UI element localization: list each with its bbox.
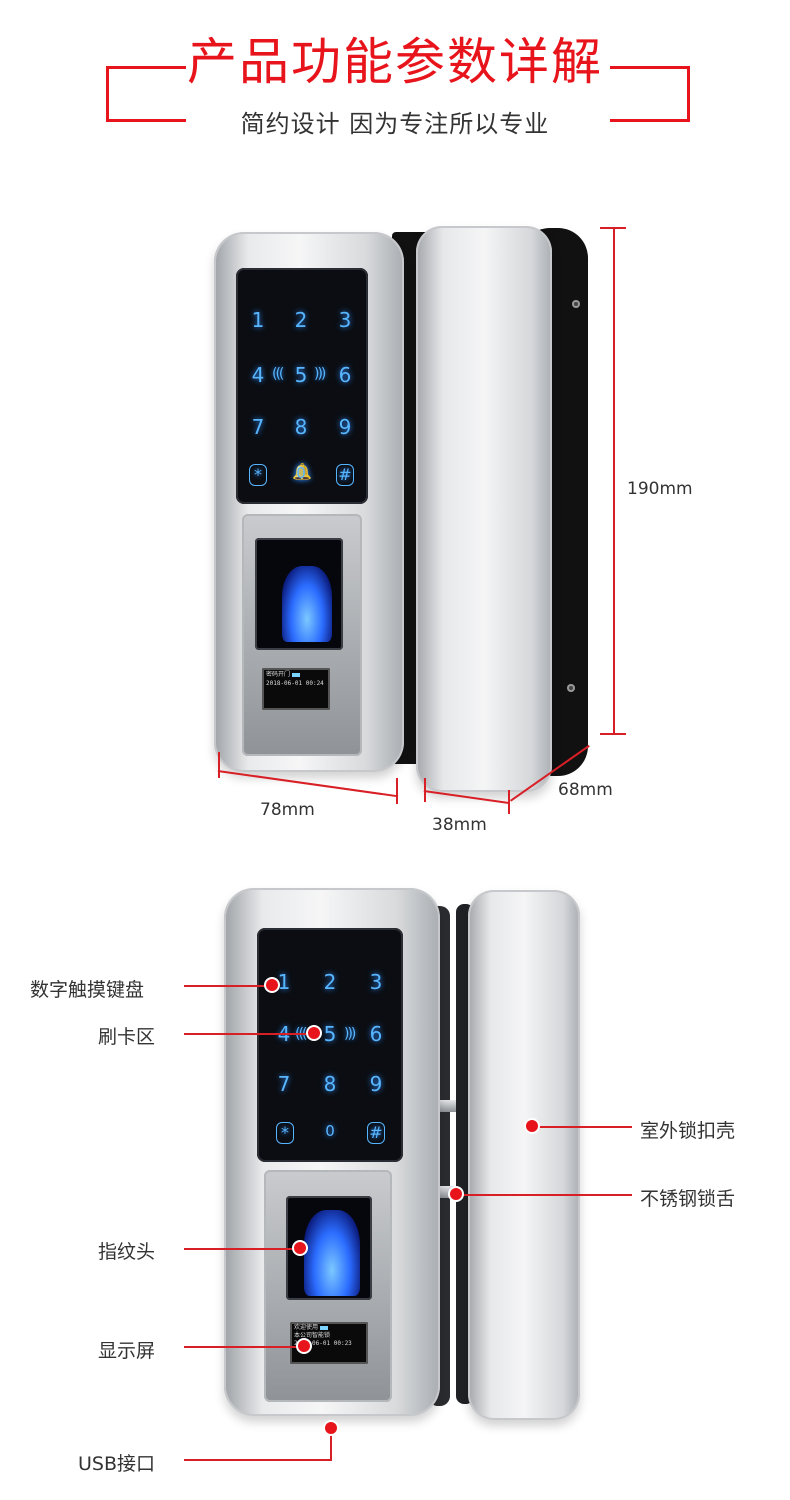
callout-keypad-dot bbox=[266, 979, 278, 991]
battery-icon-detail bbox=[320, 1325, 329, 1330]
key-6-detail[interactable]: 6 bbox=[369, 1022, 383, 1046]
fingerprint-glow bbox=[282, 566, 332, 642]
key-2[interactable]: 2 bbox=[294, 308, 308, 332]
key-6[interactable]: 6 bbox=[338, 363, 352, 387]
callout-screen-dot bbox=[298, 1340, 310, 1352]
key-4[interactable]: 4 bbox=[251, 363, 265, 387]
key-0-detail[interactable]: 0 bbox=[325, 1122, 335, 1140]
page-title: 产品功能参数详解 bbox=[187, 33, 603, 91]
title-bracket-left bbox=[106, 66, 186, 122]
key-8-detail[interactable]: 8 bbox=[323, 1072, 337, 1096]
key-1[interactable]: 1 bbox=[251, 308, 265, 332]
callout-card-label: 刷卡区 bbox=[98, 1026, 156, 1048]
key-0[interactable]: 0 bbox=[296, 464, 306, 482]
key-star[interactable]: * bbox=[249, 464, 267, 486]
title-bracket-foot-right bbox=[610, 119, 690, 122]
callout-bolt-line bbox=[456, 1194, 632, 1196]
nfc-right-icon: ))) bbox=[314, 366, 326, 382]
display-screen: 密码开门 2018-06-01 00:24 bbox=[262, 668, 330, 710]
screw-top bbox=[572, 300, 580, 308]
display-line-2: 2018-06-01 00:24 bbox=[266, 680, 324, 687]
key-8[interactable]: 8 bbox=[294, 415, 308, 439]
callout-card-dot bbox=[308, 1027, 320, 1039]
title-bracket-right bbox=[610, 66, 690, 122]
doorbell-icon[interactable]: 🔔 bbox=[292, 462, 312, 481]
dim-strike-label: 38mm bbox=[432, 815, 487, 835]
dim-width-cap-left bbox=[218, 752, 220, 778]
callout-usb-line bbox=[184, 1459, 332, 1461]
dim-strike-cap-left bbox=[424, 778, 426, 802]
callout-card-line bbox=[184, 1033, 314, 1035]
key-7-detail[interactable]: 7 bbox=[277, 1072, 291, 1096]
dim-height-cap-top bbox=[600, 227, 626, 229]
callout-keypad-label: 数字触摸键盘 bbox=[30, 979, 145, 1001]
fingerprint-glow-detail bbox=[304, 1210, 360, 1296]
callout-bolt-dot bbox=[450, 1188, 462, 1200]
callout-keypad-line bbox=[184, 985, 272, 987]
callout-shell-dot bbox=[526, 1120, 538, 1132]
key-3[interactable]: 3 bbox=[338, 308, 352, 332]
dim-depth-label: 68mm bbox=[558, 780, 613, 800]
strike-plate bbox=[416, 226, 552, 792]
dim-height-label: 190mm bbox=[627, 479, 693, 499]
callout-shell-label: 室外锁扣壳 bbox=[640, 1120, 736, 1142]
key-hash[interactable]: # bbox=[336, 464, 354, 486]
callout-shell-line bbox=[532, 1126, 632, 1128]
key-5[interactable]: 5 bbox=[294, 363, 308, 387]
display-detail-line-2: 本公司智能锁 bbox=[294, 1332, 331, 1339]
page-subtitle: 简约设计 因为专注所以专业 bbox=[240, 110, 550, 138]
callout-usb-vline bbox=[330, 1430, 332, 1461]
callout-usb-dot bbox=[325, 1422, 337, 1434]
key-1-detail[interactable]: 1 bbox=[277, 970, 291, 994]
nfc-left-icon: ((( bbox=[272, 366, 284, 382]
dim-width-label: 78mm bbox=[260, 800, 315, 820]
display-detail-line-3: 2018-06-01 00:23 bbox=[294, 1340, 352, 1347]
key-9[interactable]: 9 bbox=[338, 415, 352, 439]
screw-bottom bbox=[567, 684, 575, 692]
key-5-detail[interactable]: 5 bbox=[323, 1022, 337, 1046]
callout-screen-label: 显示屏 bbox=[98, 1340, 156, 1362]
key-3-detail[interactable]: 3 bbox=[369, 970, 383, 994]
key-7[interactable]: 7 bbox=[251, 415, 265, 439]
battery-icon bbox=[292, 672, 301, 677]
callout-fingerprint-dot bbox=[294, 1242, 306, 1254]
dim-strike-cap-right bbox=[508, 790, 510, 814]
dim-width-line bbox=[217, 770, 399, 798]
nfc-right-icon-detail: ))) bbox=[344, 1026, 356, 1042]
dim-height-cap-bottom bbox=[600, 733, 626, 735]
dim-strike-line bbox=[423, 790, 510, 804]
callout-screen-line bbox=[184, 1346, 304, 1348]
callout-fingerprint-line bbox=[184, 1248, 300, 1250]
display-line-1: 密码开门 bbox=[266, 670, 326, 679]
callout-usb-label: USB接口 bbox=[78, 1453, 156, 1475]
callout-fingerprint-label: 指纹头 bbox=[98, 1241, 156, 1263]
key-2-detail[interactable]: 2 bbox=[323, 970, 337, 994]
dim-width-cap-right bbox=[396, 778, 398, 804]
key-hash-detail[interactable]: # bbox=[367, 1122, 385, 1144]
strike-plate-detail bbox=[468, 890, 580, 1420]
dim-height-line bbox=[613, 228, 615, 734]
callout-bolt-label: 不锈钢锁舌 bbox=[640, 1188, 736, 1210]
key-9-detail[interactable]: 9 bbox=[369, 1072, 383, 1096]
display-detail-line-1: 欢迎使用 bbox=[294, 1324, 364, 1332]
title-bracket-foot-left bbox=[106, 119, 186, 122]
key-star-detail[interactable]: * bbox=[276, 1122, 294, 1144]
